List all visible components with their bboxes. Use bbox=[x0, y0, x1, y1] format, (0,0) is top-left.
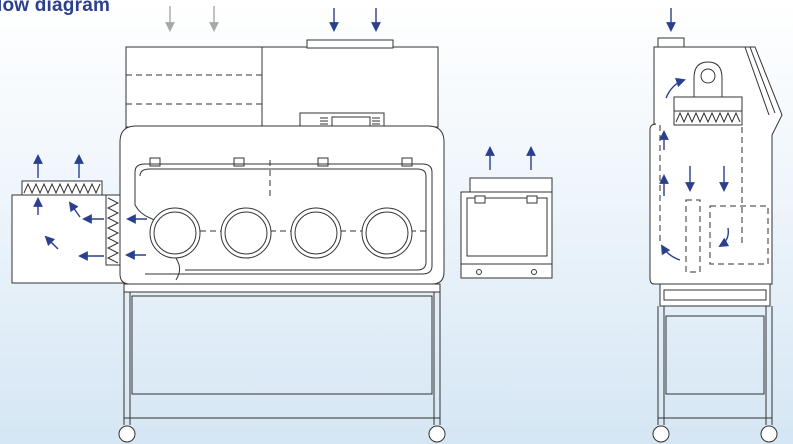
isolator-body bbox=[119, 125, 445, 285]
caster-wheel-icon bbox=[118, 425, 136, 443]
pass-box bbox=[460, 177, 553, 279]
glove-port-icon bbox=[220, 207, 272, 259]
glove-port-icon bbox=[361, 207, 413, 259]
glove-port-icon bbox=[149, 207, 201, 259]
blower-motor bbox=[673, 61, 743, 126]
glove-port-icon bbox=[290, 207, 342, 259]
caster-wheel-icon bbox=[652, 425, 670, 443]
left-blower-unit bbox=[11, 180, 127, 284]
front-view bbox=[11, 6, 553, 443]
side-airflow-arrows bbox=[659, 8, 730, 261]
caster-wheel-icon bbox=[760, 425, 778, 443]
hepa-filter-icon bbox=[106, 197, 120, 264]
side-view bbox=[649, 8, 783, 443]
hepa-filter-icon bbox=[675, 111, 741, 124]
front-airflow-arrows bbox=[33, 6, 536, 261]
page-title: low diagram bbox=[0, 0, 111, 16]
front-stand bbox=[118, 283, 446, 443]
caster-wheel-icon bbox=[428, 425, 446, 443]
